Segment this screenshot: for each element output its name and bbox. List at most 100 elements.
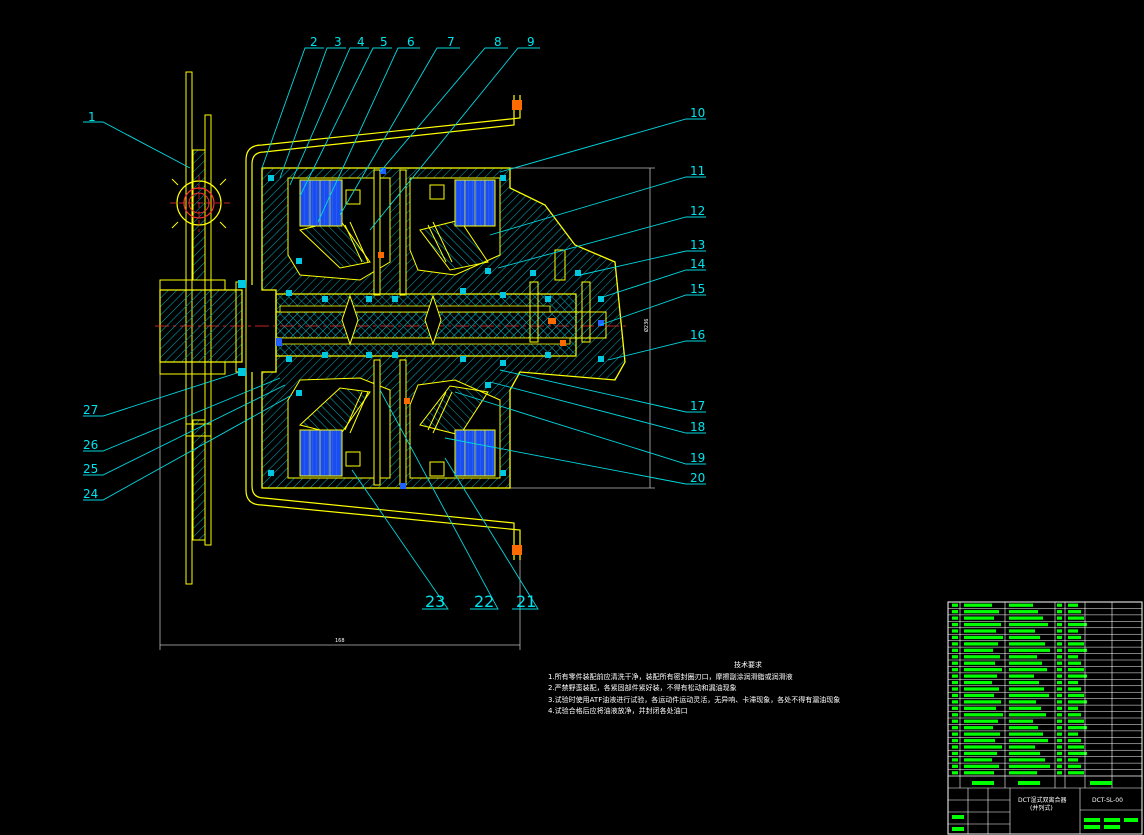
- tech-req-title: 技术要求: [734, 661, 762, 669]
- parts-list-cell: [952, 680, 958, 685]
- parts-list-cell: [952, 745, 958, 749]
- label-18: 18: [690, 420, 705, 434]
- parts-list-cell: [1009, 642, 1045, 646]
- parts-list-cell: [952, 706, 958, 710]
- parts-list-cell: [1068, 700, 1087, 704]
- parts-list-cell: [1057, 616, 1062, 620]
- label-12: 12: [690, 204, 705, 218]
- parts-list-cell: [952, 661, 958, 665]
- parts-list-cell: [1068, 706, 1078, 710]
- parts-list-cell: [1068, 642, 1084, 646]
- parts-list-cell: [1057, 719, 1062, 723]
- parts-list-cell: [1009, 603, 1033, 607]
- parts-list-cell: [1068, 680, 1078, 685]
- parts-list-cell: [1009, 700, 1036, 704]
- friction-packs: [299, 179, 496, 477]
- parts-list-cell: [1057, 732, 1062, 736]
- parts-list-cell: [952, 642, 958, 646]
- tech-req-item-1: 1.所有零件装配前应清洗干净，装配所有密封圈刃口，摩擦副涂润滑脂或润滑液: [548, 672, 793, 681]
- parts-list-cell: [964, 655, 1000, 659]
- parts-list-cell: [964, 642, 998, 646]
- parts-list-cell: [964, 738, 995, 743]
- parts-list-cell: [1009, 687, 1044, 691]
- parts-list-cell: [952, 655, 958, 659]
- dimension-right: Ø236: [643, 319, 650, 332]
- label-5: 5: [380, 35, 388, 49]
- parts-list-cell: [1057, 661, 1062, 665]
- parts-list-cell: [1068, 764, 1081, 768]
- bearings: [276, 168, 604, 489]
- parts-list-cell: [952, 648, 958, 652]
- parts-list-cell: [1009, 693, 1049, 698]
- parts-list-cell: [1068, 674, 1087, 678]
- parts-list-cell: [1009, 622, 1048, 627]
- parts-list-cell: [1057, 610, 1062, 614]
- parts-list-cell: [1068, 751, 1087, 756]
- parts-list-cell: [964, 616, 994, 620]
- parts-list-cell: [952, 738, 958, 743]
- label-3: 3: [334, 35, 342, 49]
- parts-list-cell: [964, 758, 992, 762]
- parts-list-cell: [1057, 674, 1062, 678]
- parts-list-cell: [1009, 648, 1050, 652]
- label-24: 24: [83, 487, 98, 501]
- parts-list-cell: [1009, 635, 1040, 640]
- housing-cover: [245, 95, 522, 560]
- parts-list-cell: [1057, 648, 1062, 652]
- parts-list-cell: [964, 693, 994, 698]
- parts-list-cell: [1009, 706, 1041, 710]
- label-7: 7: [447, 35, 455, 49]
- label-26: 26: [83, 438, 98, 452]
- label-4: 4: [357, 35, 365, 49]
- parts-list-cell: [1009, 661, 1042, 665]
- parts-list-cell: [952, 700, 958, 704]
- parts-list-cell: [964, 751, 997, 756]
- parts-list-cell: [964, 603, 992, 607]
- parts-list-cell: [1009, 751, 1040, 756]
- parts-list-cell: [1009, 726, 1038, 730]
- label-15: 15: [690, 282, 705, 296]
- parts-list-cell: [1057, 764, 1062, 768]
- parts-list-cell: [1057, 655, 1062, 659]
- parts-list-cell: [964, 745, 1002, 749]
- parts-list-cell: [952, 610, 958, 614]
- parts-list-cell: [952, 687, 958, 691]
- parts-list-cell: [1057, 700, 1062, 704]
- parts-list-cell: [1009, 771, 1037, 775]
- label-13: 13: [690, 238, 705, 252]
- parts-list-cell: [964, 674, 997, 678]
- parts-list-cell: [1009, 719, 1033, 723]
- parts-list-cell: [1068, 713, 1081, 717]
- parts-list-cell: [1068, 655, 1078, 659]
- title-block-drawing-no: DCT-SL-00: [1092, 797, 1123, 804]
- parts-list-cell: [1009, 668, 1047, 672]
- parts-list-cell: [1057, 706, 1062, 710]
- label-22: 22: [474, 592, 494, 611]
- parts-list-cell: [952, 616, 958, 620]
- parts-list-cell: [964, 700, 1001, 704]
- parts-list-cell: [1068, 629, 1078, 633]
- parts-list-cell: [952, 629, 958, 633]
- dimension-lines: [159, 167, 655, 650]
- parts-list-cell: [1068, 738, 1081, 743]
- parts-list-cell: [1068, 648, 1087, 652]
- label-14: 14: [690, 257, 705, 271]
- parts-list-cell: [1068, 771, 1084, 775]
- parts-list-cell: [964, 764, 999, 768]
- tech-req-item-4: 4.试验合格后应将油液放净，并封闭各处油口: [548, 707, 688, 715]
- label-17: 17: [690, 399, 705, 413]
- parts-list-cell: [964, 706, 996, 710]
- leader-lines: [83, 47, 706, 610]
- parts-list-cell: [964, 680, 992, 685]
- parts-list-cell: [964, 687, 999, 691]
- parts-list-cell: [1068, 758, 1078, 762]
- label-1: 1: [88, 110, 96, 124]
- parts-list-cell: [964, 622, 1001, 627]
- parts-list-cell: [1057, 629, 1062, 633]
- parts-list-cell: [1009, 764, 1050, 768]
- parts-list-rows: [948, 601, 1142, 777]
- parts-list-cell: [952, 732, 958, 736]
- parts-list-cell: [952, 713, 958, 717]
- technical-requirements: 技术要求 1.所有零件装配前应清洗干净，装配所有密封圈刃口，摩擦副涂润滑脂或润滑…: [548, 660, 928, 718]
- parts-list-cell: [1068, 603, 1078, 607]
